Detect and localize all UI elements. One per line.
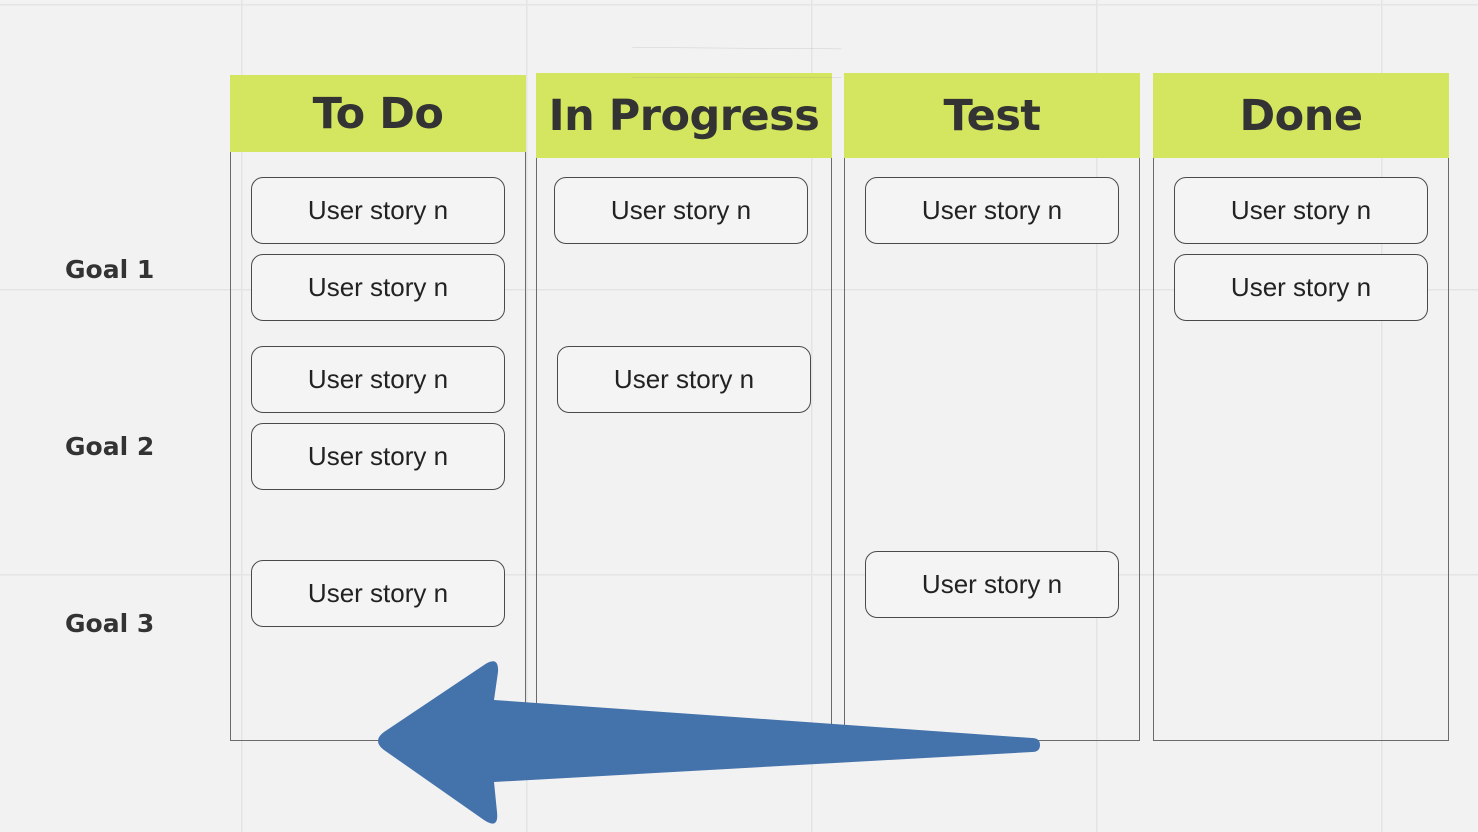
goal-label-3: Goal 3 [65, 609, 155, 638]
user-story-card[interactable]: User story n [557, 346, 811, 413]
user-story-card[interactable]: User story n [251, 177, 505, 244]
user-story-card[interactable]: User story n [1174, 254, 1428, 321]
column-header-todo: To Do [230, 75, 526, 152]
user-story-card[interactable]: User story n [251, 423, 505, 490]
user-story-card[interactable]: User story n [554, 177, 808, 244]
column-header-in-progress: In Progress [536, 73, 832, 158]
goal-label-1: Goal 1 [65, 255, 155, 284]
user-story-card[interactable]: User story n [1174, 177, 1428, 244]
column-header-done: Done [1153, 73, 1449, 158]
user-story-card[interactable]: User story n [865, 551, 1119, 618]
user-story-card[interactable]: User story n [865, 177, 1119, 244]
user-story-card[interactable]: User story n [251, 346, 505, 413]
goal-label-2: Goal 2 [65, 432, 155, 461]
user-story-card[interactable]: User story n [251, 254, 505, 321]
column-header-test: Test [844, 73, 1140, 158]
user-story-card[interactable]: User story n [251, 560, 505, 627]
lane-divider-1 [632, 47, 842, 78]
